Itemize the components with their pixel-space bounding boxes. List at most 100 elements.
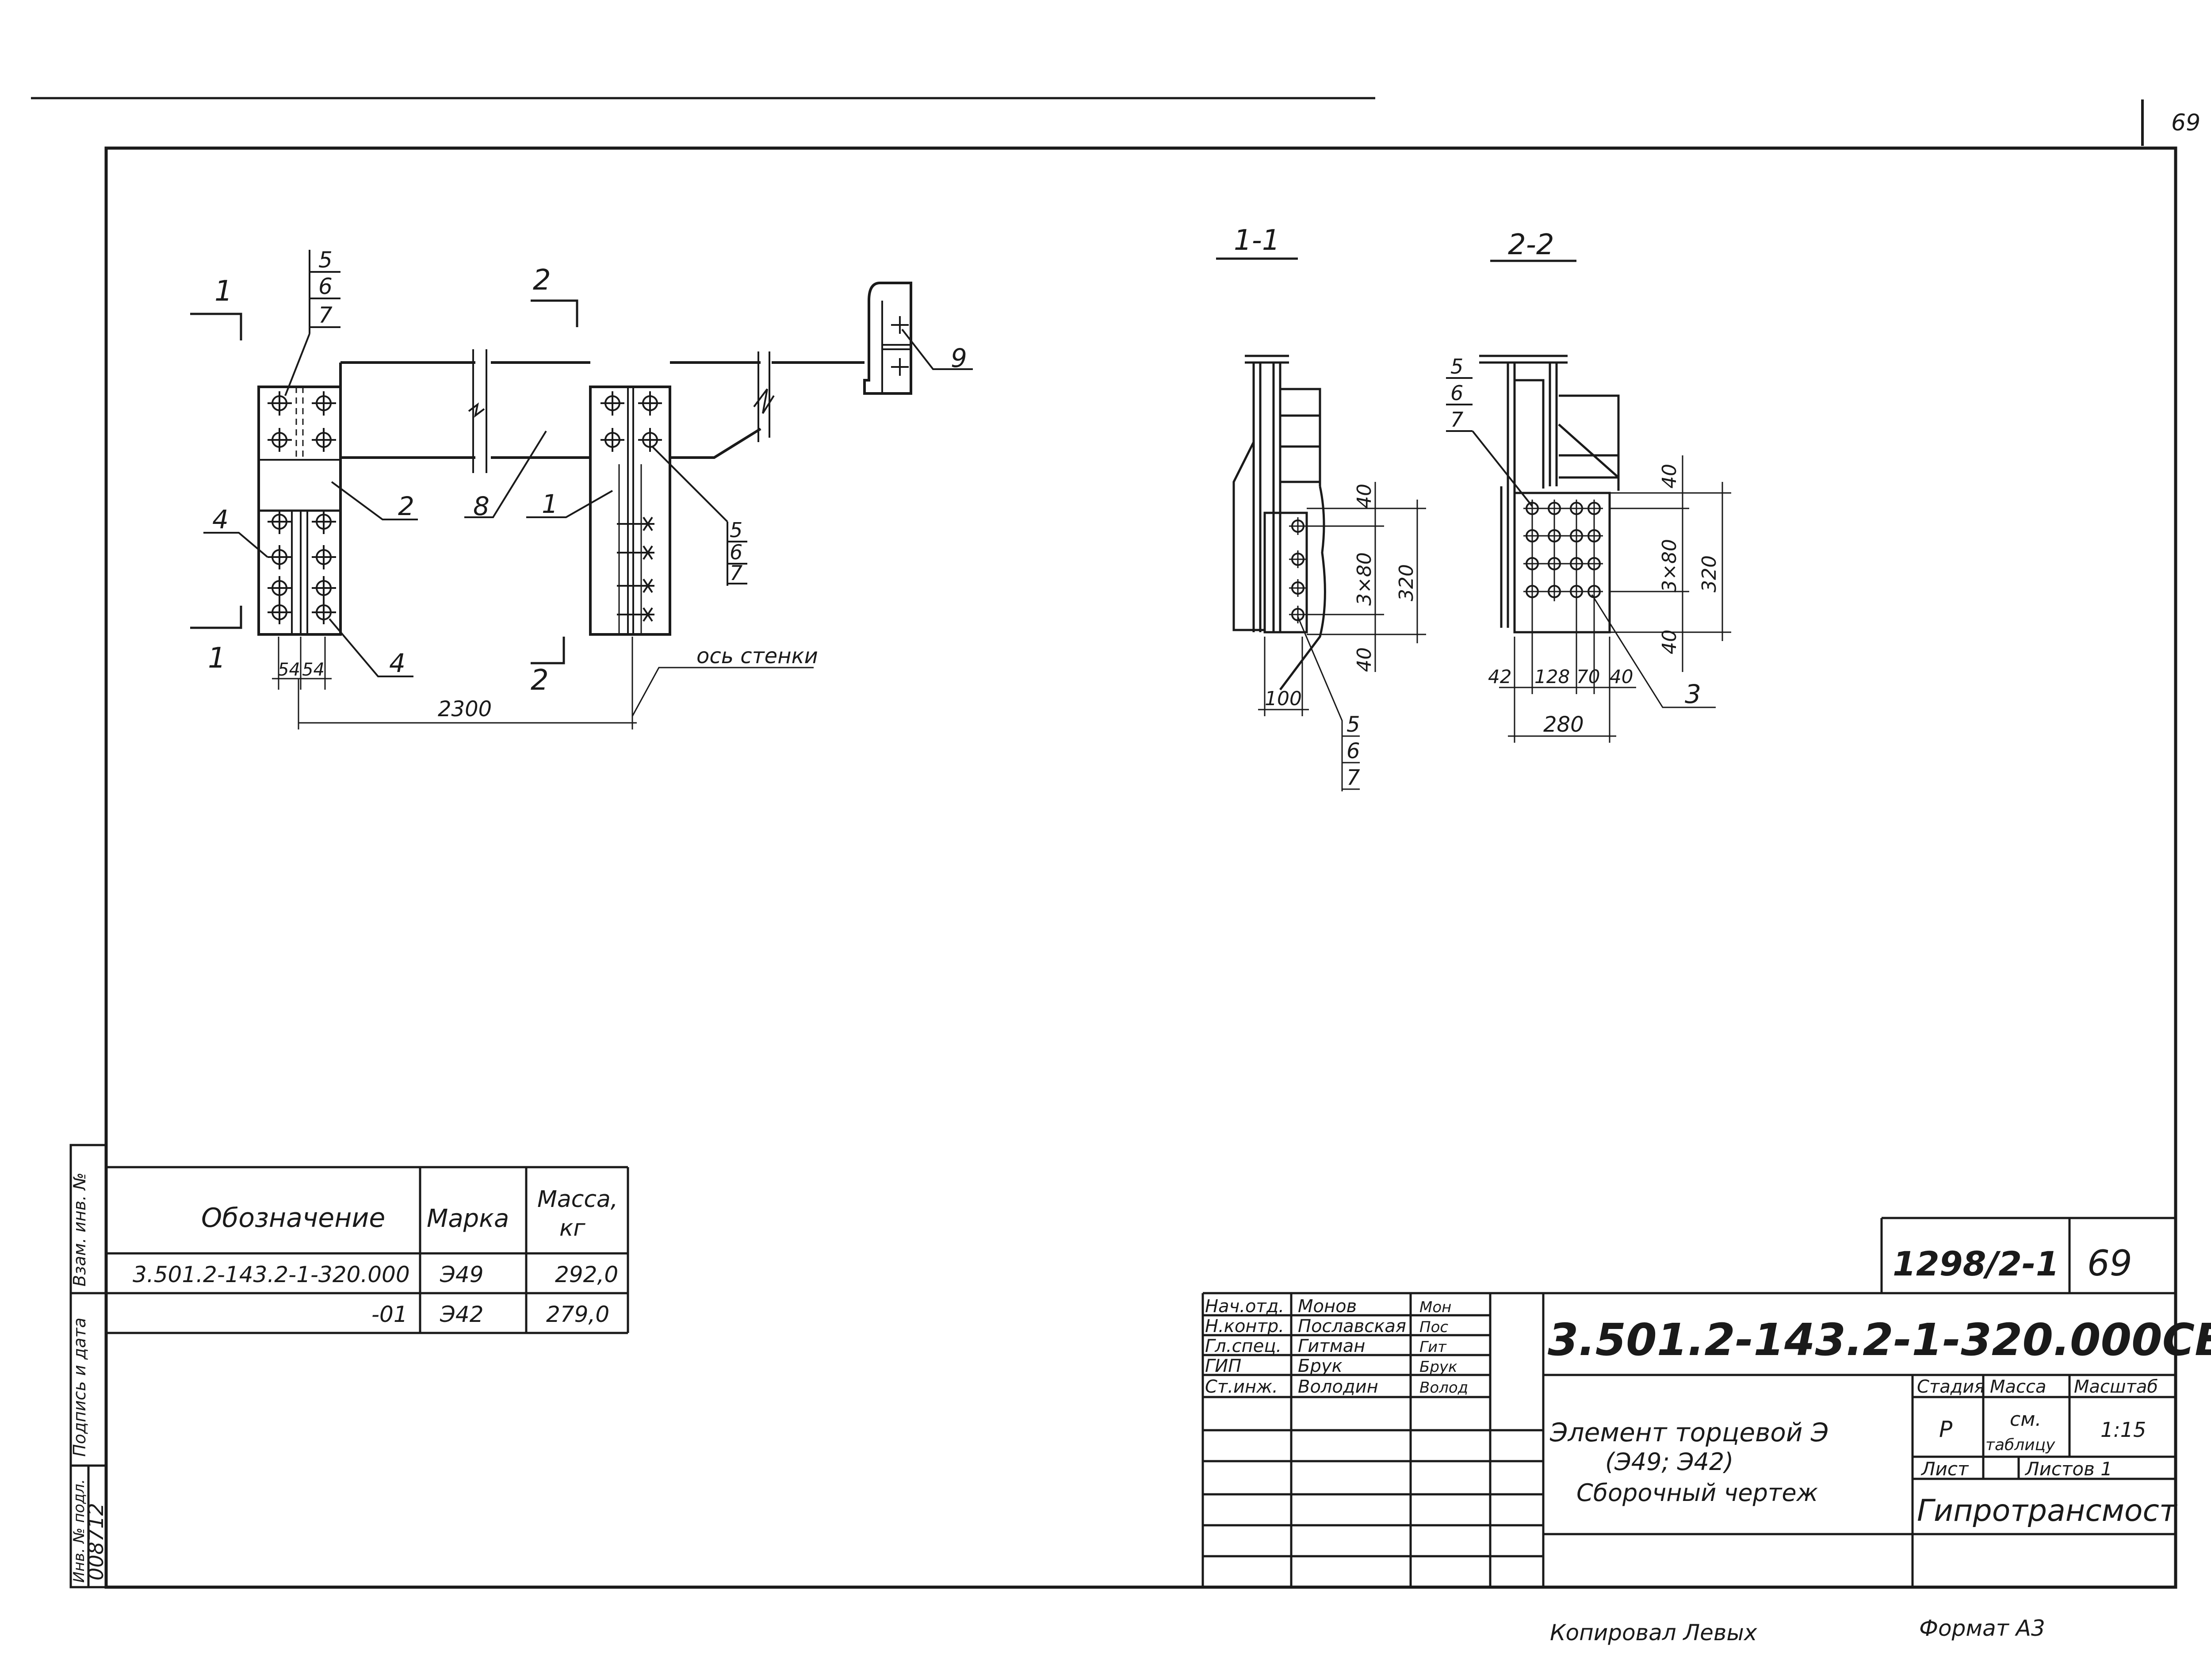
tb-name-2: Пославская — [1298, 1316, 1406, 1336]
s2-leader-5: 5 — [1450, 355, 1463, 378]
tb-stage: Р — [1939, 1417, 1953, 1442]
dim-2300: 2300 — [438, 697, 492, 722]
title-block: 1298/2-1 69 3.501.2-143.2-1-320.000СБ На… — [1201, 1217, 2211, 1587]
dim-54-b: 54 — [302, 660, 325, 680]
spec-table: Обозначение Марка Масса, кг 3.501.2-143.… — [106, 1166, 629, 1334]
s1-dim-40-bottom: 40 — [1353, 647, 1376, 672]
callout-8: 8 — [473, 491, 490, 521]
spec-row2-mass: 279,0 — [546, 1302, 609, 1327]
section-mark-2-top: 2 — [533, 264, 551, 297]
tb-sign-2: Пос — [1419, 1318, 1448, 1336]
section-1-title: 1-1 — [1234, 224, 1280, 257]
tb-mass-2: таблицу — [1985, 1436, 2055, 1454]
tb-code: 3.501.2-143.2-1-320.000СБ — [1548, 1314, 2211, 1366]
spec-header-mass: Масса, — [537, 1186, 618, 1213]
tb-name-4: Брук — [1298, 1356, 1343, 1376]
tb-name-3: Гитман — [1298, 1336, 1365, 1356]
s2-dim-42: 42 — [1488, 666, 1511, 687]
s2-dim-70: 70 — [1576, 666, 1600, 687]
leader-top-5: 5 — [318, 247, 333, 273]
leader-right-7: 7 — [730, 561, 742, 585]
s1-dim-3x80: 3×80 — [1353, 552, 1376, 606]
s2-dim-280: 280 — [1543, 712, 1584, 737]
s1-dim-100: 100 — [1265, 687, 1302, 710]
s1-dim-40-top: 40 — [1353, 484, 1376, 508]
s2-leader-6: 6 — [1450, 381, 1463, 405]
side-label-replace-inv: Взам. инв. № — [70, 1172, 89, 1287]
tb-role-4: ГИП — [1205, 1356, 1241, 1376]
left-elevation-view: 1 1 2 2 5 6 7 5 6 7 — [190, 247, 973, 729]
tb-role-1: Нач.отд. — [1205, 1296, 1284, 1317]
leader-top-7: 7 — [318, 302, 333, 328]
spec-row1-designation: 3.501.2-143.2-1-320.000 — [133, 1262, 410, 1287]
spec-row1-mass: 292,0 — [555, 1262, 618, 1287]
s2-leader-7: 7 — [1450, 408, 1463, 431]
s2-dim-320: 320 — [1698, 555, 1721, 592]
section-1-1-view: 1-1 — [1216, 224, 1426, 791]
leader-right-5: 5 — [730, 518, 742, 542]
tb-mass-1: см. — [2010, 1408, 2041, 1431]
spec-row1-mark: Э49 — [440, 1262, 484, 1287]
page-number: 69 — [2171, 110, 2200, 136]
spec-header-unit: кг — [559, 1215, 585, 1241]
tb-scale-header: Масштаб — [2074, 1377, 2158, 1397]
section-mark-2-bottom: 2 — [531, 664, 549, 697]
s1-dim-320: 320 — [1395, 564, 1418, 601]
spec-row2-mark: Э42 — [440, 1302, 484, 1327]
tb-sheet-number: 69 — [2087, 1243, 2132, 1284]
s1-leader-6: 6 — [1346, 739, 1360, 764]
side-stamp: Взам. инв. № Подпись и дата Инв. № подл.… — [69, 1144, 108, 1588]
tb-name-line-3: Сборочный чертеж — [1576, 1479, 1818, 1507]
leader-top-6: 6 — [318, 274, 333, 299]
tb-role-2: Н.контр. — [1205, 1316, 1284, 1336]
tb-role-3: Гл.спец. — [1205, 1336, 1281, 1356]
callout-1: 1 — [542, 489, 558, 519]
spec-header-designation: Обозначение — [201, 1203, 385, 1233]
spec-header-mark: Марка — [427, 1204, 509, 1233]
section-mark-1-top: 1 — [214, 275, 233, 308]
tb-name-line-1: Элемент торцевой Э — [1549, 1417, 1828, 1447]
callout-4-bottom: 4 — [389, 648, 405, 678]
section-2-2-view: 2-2 — [1446, 229, 1731, 743]
tb-mass-header: Масса — [1990, 1377, 2047, 1397]
tb-sign-3: Гит — [1419, 1338, 1447, 1356]
tb-sign-5: Волод — [1419, 1379, 1468, 1397]
tb-role-5: Ст.инж. — [1205, 1377, 1278, 1397]
tb-name-line-2: (Э49; Э42) — [1605, 1448, 1733, 1476]
tb-organization: Гипротрансмост — [1917, 1493, 2178, 1528]
side-label-inv-original: Инв. № подл. — [70, 1479, 88, 1583]
side-inv-number: 008712 — [84, 1503, 108, 1581]
tb-ref: 1298/2-1 — [1893, 1244, 2059, 1283]
section-mark-1-bottom: 1 — [208, 642, 226, 675]
side-label-signature-date: Подпись и дата — [70, 1317, 89, 1457]
s1-leader-7: 7 — [1346, 765, 1360, 790]
s2-dim-40: 40 — [1610, 666, 1633, 687]
s2-dim-128: 128 — [1534, 666, 1570, 687]
footer-copied: Копировал Левых — [1550, 1620, 1757, 1646]
bolt-group-left — [272, 395, 658, 620]
leader-right-6: 6 — [730, 540, 742, 564]
spec-row2-designation: -01 — [371, 1302, 408, 1327]
tb-sign-4: Брук — [1419, 1358, 1457, 1376]
tb-sheets-label: Листов 1 — [2024, 1458, 2112, 1480]
s2-callout-3: 3 — [1685, 679, 1701, 709]
axis-label: ось стенки — [696, 644, 818, 668]
plate-right — [589, 386, 671, 636]
footer-format: Формат А3 — [1919, 1615, 2045, 1641]
s2-dim-3x80: 3×80 — [1658, 539, 1681, 592]
tb-sign-1: Мон — [1419, 1298, 1451, 1316]
s1-leader-5: 5 — [1346, 712, 1360, 737]
callout-4-left: 4 — [212, 504, 229, 535]
tb-sheet-label: Лист — [1920, 1458, 1969, 1480]
s2-dim-40-top: 40 — [1658, 464, 1681, 489]
dim-54-a: 54 — [278, 660, 300, 680]
drawing-frame — [104, 146, 2177, 1589]
callout-9: 9 — [951, 343, 967, 373]
tb-scale: 1:15 — [2100, 1418, 2146, 1442]
section-2-title: 2-2 — [1508, 229, 1554, 261]
s2-dim-40-bottom: 40 — [1658, 630, 1681, 654]
tb-name-1: Монов — [1298, 1296, 1357, 1317]
tb-stage-header: Стадия — [1917, 1377, 1985, 1397]
callout-2: 2 — [398, 491, 414, 521]
